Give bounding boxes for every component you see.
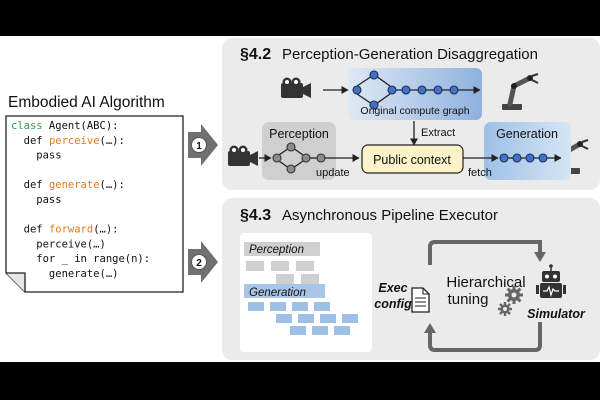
code-line: perceive(…): [11, 238, 106, 250]
section-a-number: §4.2: [240, 46, 271, 63]
arrow-to-disaggregation: 1: [188, 124, 218, 166]
code-token: def: [11, 179, 49, 191]
code-line: pass: [11, 194, 62, 206]
generation-graph: [499, 153, 562, 163]
generation-blocks: [248, 302, 358, 335]
code-line: class Agent(ABC):: [11, 120, 118, 132]
perception-label: Perception: [269, 127, 329, 141]
perception-band: [244, 242, 320, 256]
code-listing: class Agent(ABC): def perceive(…): pass …: [11, 120, 150, 280]
generation-label: Generation: [496, 127, 558, 141]
code-token: def: [11, 135, 49, 147]
code-token: pass: [11, 150, 62, 162]
code-token: perceive: [49, 135, 100, 147]
original-graph: [323, 70, 481, 110]
code-line: for _ in range(n):: [11, 253, 150, 265]
code-token: (…):: [100, 135, 125, 147]
code-token: pass: [11, 194, 62, 206]
schedule-generation-label: Generation: [249, 287, 306, 299]
code-token: forward: [49, 224, 93, 236]
code-line: def forward(…):: [11, 224, 119, 236]
perception-graph: [259, 142, 326, 174]
exec-config-line1: Exec: [378, 281, 407, 295]
section-a-title: Perception-Generation Disaggregation: [282, 46, 538, 63]
camera-icon: [281, 77, 311, 98]
code-line: def perceive(…):: [11, 135, 125, 147]
code-token: (…):: [93, 224, 118, 236]
original-graph-label: Original compute graph: [360, 105, 469, 117]
extract-label: Extract: [421, 127, 455, 139]
code-line: generate(…): [11, 268, 118, 280]
robot-icon: [536, 264, 566, 298]
tuning-line1: Hierarchical: [446, 274, 525, 291]
badge-1: 1: [196, 141, 202, 152]
fetch-label: fetch: [468, 167, 492, 179]
camera-icon: [228, 145, 258, 166]
code-token: class: [11, 120, 43, 132]
badge-2: 2: [196, 258, 202, 269]
code-line: pass: [11, 150, 62, 162]
update-label: update: [316, 167, 350, 179]
section-b-number: §4.3: [240, 207, 271, 224]
generation-box: [484, 122, 571, 180]
tuning-line2: tuning: [448, 291, 489, 308]
code-token: for _ in range(n):: [11, 253, 150, 265]
generation-band: [244, 284, 325, 298]
gear-icon: [505, 286, 523, 304]
simulator-label: Simulator: [527, 307, 586, 321]
public-context-box: [361, 144, 464, 174]
document-icon: [411, 287, 430, 313]
exec-config-line2: config: [374, 297, 412, 311]
arrow-to-executor: 2: [188, 241, 218, 283]
gear-icon: [498, 302, 512, 316]
code-token: def: [11, 224, 49, 236]
code-token: perceive(…): [11, 238, 106, 250]
schedule-perception-label: Perception: [249, 244, 304, 256]
robot-arm-icon: [502, 73, 539, 110]
public-context-label: Public context: [373, 153, 451, 167]
section-b-title: Asynchronous Pipeline Executor: [282, 207, 498, 224]
code-token: generate(…): [11, 268, 118, 280]
original-graph-box: [348, 68, 482, 120]
perception-box: [262, 122, 336, 180]
algorithm-title: Embodied AI Algorithm: [8, 94, 165, 111]
code-page: [5, 115, 184, 293]
perception-blocks: [246, 261, 319, 284]
code-token: generate: [49, 179, 100, 191]
code-line: def generate(…):: [11, 179, 125, 191]
code-token: (…):: [100, 179, 125, 191]
code-token: Agent(ABC):: [43, 120, 119, 132]
tuning-loop: [424, 240, 546, 352]
